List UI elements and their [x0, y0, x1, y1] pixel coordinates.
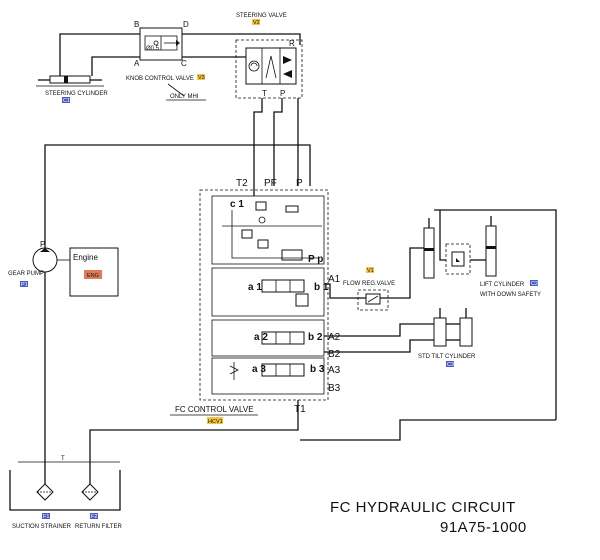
port-T2: T2 [236, 178, 248, 189]
knob-valve-tag: V3 [198, 75, 205, 81]
knob-orifice-label: Ø0.5 [146, 46, 160, 52]
pump-port-P: P [40, 240, 45, 249]
steering-port-T: T [262, 89, 267, 98]
suction-strainer [36, 462, 54, 501]
steering-cylinder [36, 75, 104, 87]
port-a1: a 1 [248, 282, 262, 293]
return-filter-label: RETURN FILTER [75, 524, 123, 530]
tilt-cylinder-tag: C3 [447, 362, 454, 368]
port-b2: b 2 [308, 332, 323, 343]
port-A2: A2 [328, 332, 341, 343]
fc-control-valve: T2 PF P c 1 P p a 1 b 1 a 2 b 2 [199, 178, 329, 401]
port-T1: T1 [294, 404, 306, 415]
fc-control-valve-tag: HCV1 [208, 419, 223, 425]
steering-cylinder-tag: C1 [63, 98, 70, 104]
flow-reg-valve [357, 289, 389, 311]
knob-valve-note: ONLY MHI [170, 94, 199, 100]
engine: Engine ENG [69, 247, 119, 297]
return-filter [81, 462, 99, 501]
fc-control-valve-label: FC CONTROL VALVE [175, 405, 254, 414]
knob-port-B: B [134, 20, 139, 29]
steering-valve: R T P [235, 39, 303, 99]
knob-valve-label: KNOB CONTROL VALVE [126, 76, 194, 82]
port-a3: a 3 [252, 364, 266, 375]
flow-reg-valve-tag: V1 [367, 268, 374, 274]
lift-cylinder [423, 209, 557, 420]
tilt-cylinder [433, 308, 473, 347]
tank-port-T: T [61, 456, 65, 462]
steering-port-R: R [289, 39, 295, 48]
gear-pump-label: GEAR PUMP [8, 271, 44, 277]
tilt-cylinder-label: STD TILT CYLINDER [418, 354, 476, 360]
steering-valve-label: STEERING VALVE [236, 13, 287, 19]
steering-valve-tag: V2 [253, 20, 260, 26]
knob-port-A: A [134, 59, 140, 68]
port-P: P [296, 178, 303, 189]
port-b1: b 1 [314, 282, 329, 293]
lift-cylinder-label2: WITH DOWN SAFETY [480, 292, 541, 298]
hydraulic-tank: T [9, 456, 121, 511]
steering-port-P: P [280, 89, 285, 98]
engine-tag: ENG [87, 273, 99, 279]
flow-reg-valve-label: FLOW REG.VALVE [343, 281, 395, 287]
engine-label: Engine [73, 253, 98, 262]
port-B2: B2 [328, 349, 341, 360]
port-B3: B3 [328, 383, 341, 394]
knob-port-D: D [183, 20, 189, 29]
knob-port-C: C [181, 59, 187, 68]
port-b3: b 3 [310, 364, 325, 375]
diagram-part-number: 91A75-1000 [440, 519, 527, 536]
return-filter-tag: F2 [91, 514, 97, 520]
gear-pump: P [32, 240, 70, 273]
steering-cylinder-label: STEERING CYLINDER [45, 91, 108, 97]
lift-cylinder-label1: LIFT CYLINDER [480, 282, 525, 288]
diagram-title: FC HYDRAULIC CIRCUIT [330, 499, 516, 516]
port-a2: a 2 [254, 332, 268, 343]
lift-cylinder-tag: C2 [531, 281, 538, 287]
suction-strainer-label: SUCTION STRAINER [12, 524, 72, 530]
port-A1: A1 [328, 274, 341, 285]
port-Pp: P p [308, 254, 323, 265]
port-c1: c 1 [230, 199, 244, 210]
gear-pump-tag: P1 [21, 282, 28, 288]
port-A3: A3 [328, 365, 341, 376]
suction-strainer-tag: F1 [43, 514, 49, 520]
knob-control-valve: Ø0.5 B D A C [134, 20, 189, 68]
port-PF: PF [264, 178, 277, 189]
